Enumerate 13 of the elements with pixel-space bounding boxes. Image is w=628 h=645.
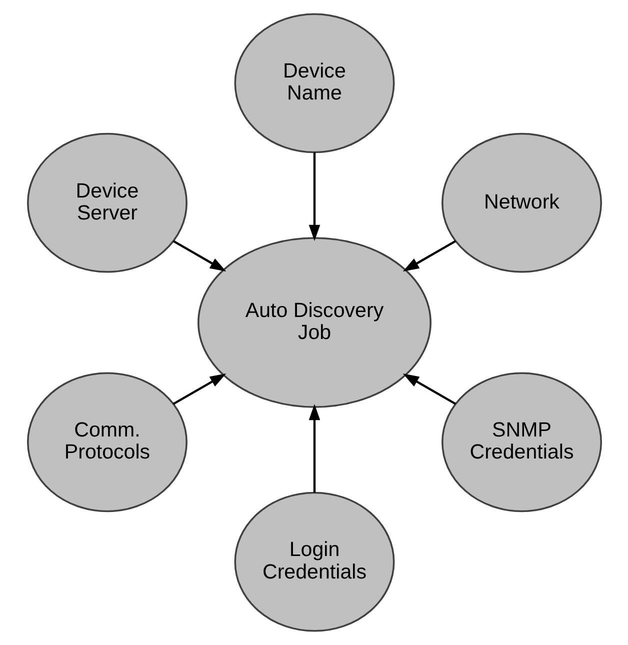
node-ellipse: Auto Discovery Job (197, 237, 431, 408)
arrow (402, 373, 456, 405)
node-ellipse: Device Server (26, 132, 187, 273)
node-ellipse: Network (441, 132, 602, 273)
arrow (402, 240, 456, 272)
node-ellipse: Comm. Protocols (26, 372, 187, 512)
arrow (172, 373, 226, 405)
arrow (308, 152, 320, 242)
node-ellipse: Login Credentials (234, 492, 394, 632)
arrow (172, 240, 226, 272)
node-ellipse: Device Name (234, 13, 394, 154)
arrow (308, 404, 320, 493)
node-ellipse: SNMP Credentials (441, 372, 602, 512)
